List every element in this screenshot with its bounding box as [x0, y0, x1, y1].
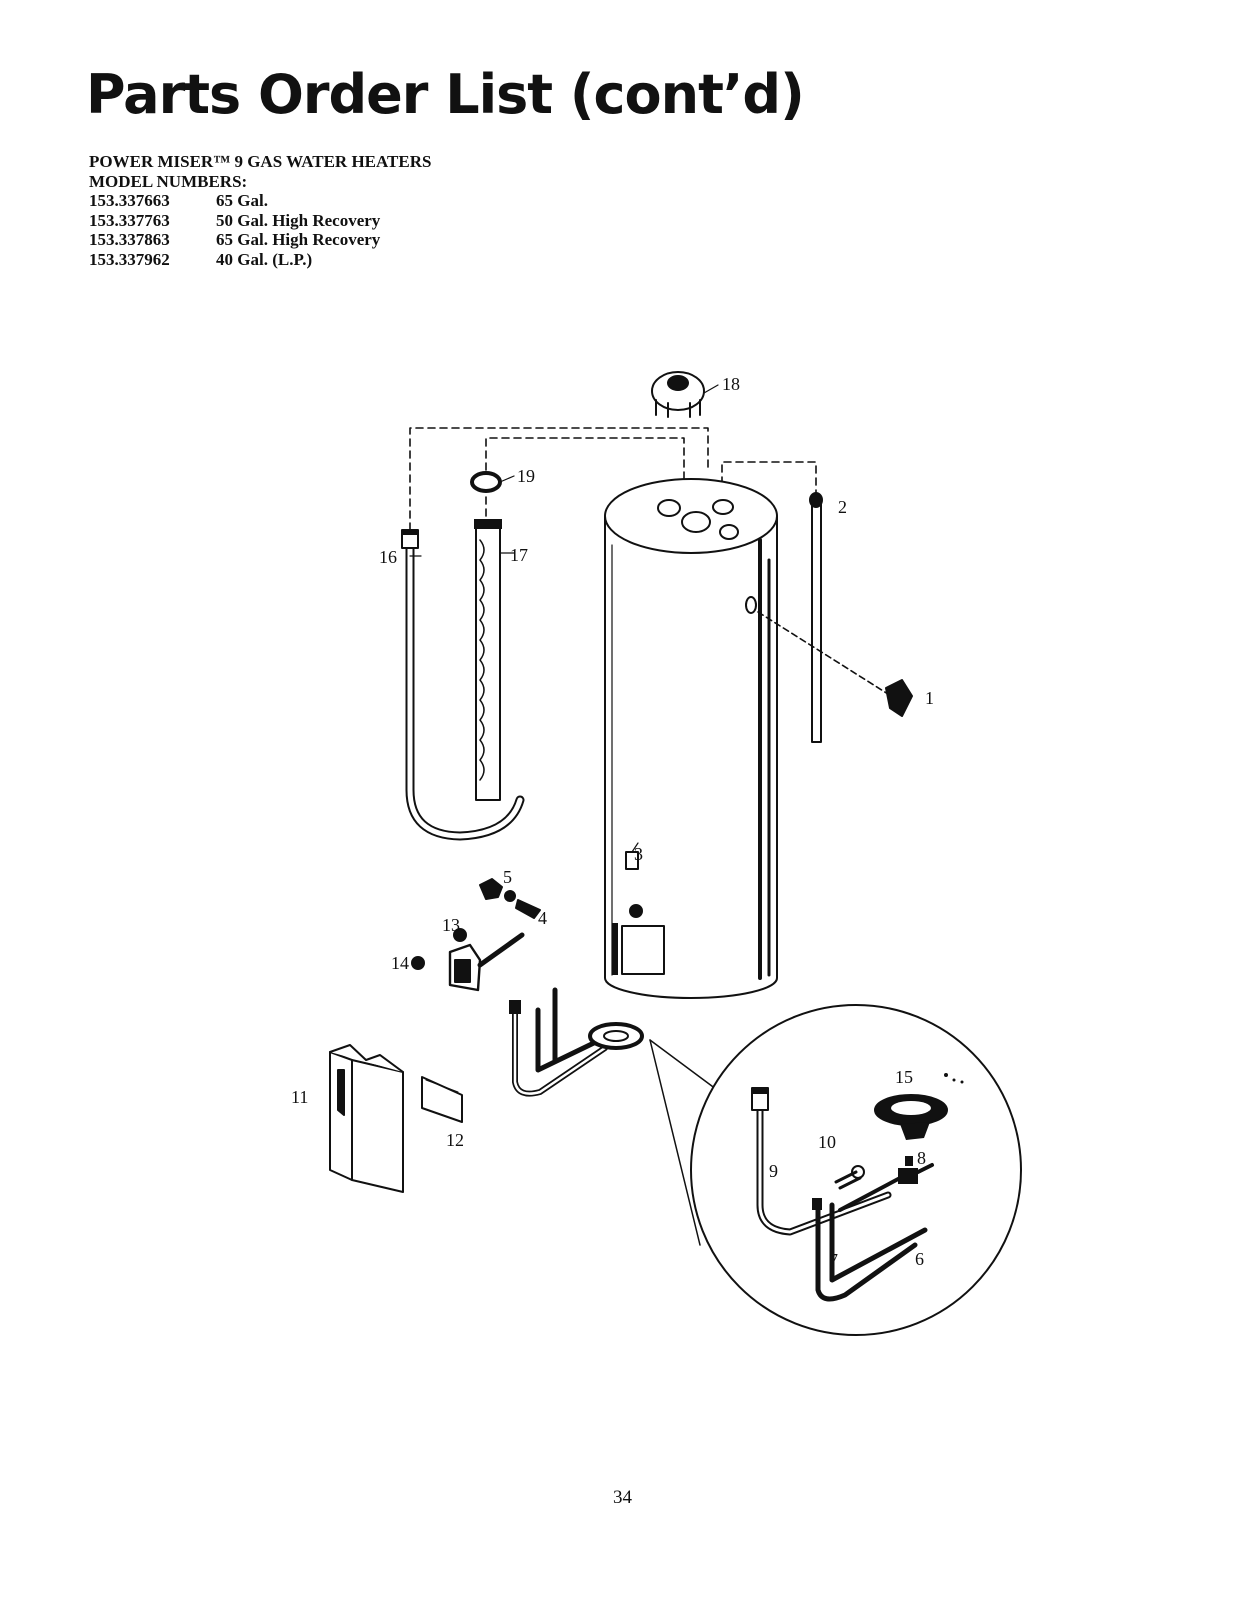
- callout-12: 12: [446, 1130, 464, 1150]
- callout-7: 7: [829, 1250, 838, 1270]
- callout-9: 9: [769, 1161, 778, 1181]
- callout-1: 1: [925, 688, 934, 708]
- bracket-part: [422, 1077, 462, 1122]
- dip-tube-part: [402, 530, 520, 836]
- gas-control-part: [450, 929, 522, 990]
- flex-tube-part: [474, 519, 502, 800]
- callout-4: 4: [538, 908, 547, 928]
- callout-19: 19: [517, 466, 535, 486]
- callout-16: 16: [379, 547, 397, 567]
- detail-magnifier: [650, 1005, 1021, 1335]
- callout-3: 3: [634, 844, 643, 864]
- relief-valve-part: [758, 612, 912, 716]
- callout-6: 6: [915, 1249, 924, 1269]
- callout-8: 8: [917, 1148, 926, 1168]
- callout-17: 17: [510, 545, 528, 565]
- knob-part: [412, 957, 424, 969]
- ring-part: [472, 473, 500, 491]
- callout-2: 2: [838, 497, 847, 517]
- burner-tube-assembly: [509, 990, 642, 1094]
- callout-13: 13: [442, 915, 460, 935]
- callout-18: 18: [722, 374, 740, 394]
- callout-5: 5: [503, 867, 512, 887]
- callout-10: 10: [818, 1132, 836, 1152]
- callout-14: 14: [391, 953, 409, 973]
- anode-cap-part: [652, 372, 704, 417]
- burner-door-part: [330, 1045, 403, 1192]
- callout-15: 15: [895, 1067, 913, 1087]
- page-number: 34: [0, 1487, 1245, 1509]
- water-heater-tank: [605, 479, 777, 998]
- callout-11: 11: [291, 1087, 308, 1107]
- anode-rod-part: [810, 493, 822, 742]
